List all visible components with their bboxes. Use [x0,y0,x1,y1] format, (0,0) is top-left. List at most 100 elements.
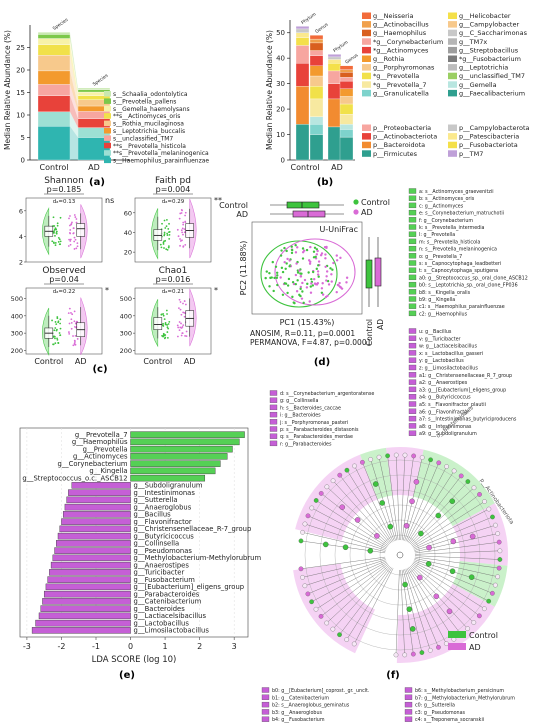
tick-label-c-y: 500 [120,295,132,303]
data-point-c [57,241,60,243]
data-point-d-control [275,271,279,275]
data-point-d-ad [317,260,321,263]
legend-d-ad-swatch [408,423,417,429]
data-point-c [56,316,59,318]
branch-f [339,475,392,544]
bar-e [130,431,245,438]
axis-label-a-y: Median Relative Abundance (%) [3,30,12,150]
data-point-c [163,234,166,237]
branch-f [302,558,386,578]
node-f [436,460,442,466]
legend-d-mid-swatch [269,433,278,439]
data-point-c [68,238,71,241]
data-point-c [51,319,53,322]
legend-d-ad-item: y: g__Lactobacillus [419,358,464,364]
branch-f [320,564,389,617]
clade-sector-f [437,470,495,527]
data-point-d-control [312,250,316,253]
data-point-c [59,243,62,246]
data-point-d-ad [313,282,317,285]
data-point-c [178,329,181,332]
legend-d-ad-swatch [408,394,417,400]
plot-frame-c [134,287,212,355]
data-point-c [54,337,56,340]
data-point-c [181,326,184,328]
data-point-c [67,312,70,315]
legend-d-mid-swatch [269,411,278,418]
legend-d-ad-item: a6: g__Flavonifractor [419,409,469,415]
data-point-c [74,325,76,328]
node-f [313,606,319,612]
data-point-c [56,317,59,320]
inner-node-f [387,523,394,530]
data-point-c [177,326,180,329]
data-point-c [55,228,58,231]
data-point-d-control [288,265,291,268]
tick-label-e-x: 0 [128,642,133,651]
data-point-c [160,246,163,249]
data-point-d-control [285,249,288,253]
data-point-d-control [290,251,294,255]
data-point-d-control [274,265,278,269]
data-point-c [55,329,58,332]
data-point-d-ad [283,261,286,264]
branch-f [414,555,500,560]
legend-f-bottom-left-item: b3: g__Anaeroglobus [272,710,322,716]
branch-f [404,459,431,541]
ellipse-ad [274,238,356,306]
legend-b-phylum-label: p__Actinobacteriota [373,133,437,141]
bar-b-phylum-segment [327,54,342,58]
tick-label-a-x: AD [88,163,100,172]
data-point-c [165,225,168,228]
branch-f [387,455,399,541]
legend-d-ad-item: a1: g__Christensenellaceae_R_7_group [419,373,512,379]
node-f [305,513,311,519]
data-point-c [185,335,188,337]
legend-b-phylum-label: p__Bacteroidota [373,141,425,149]
branch-f [414,550,500,555]
data-point-c [72,344,75,347]
node-f [360,459,365,465]
data-point-d-ad [325,275,328,278]
tick-label-c-x: Control [34,357,63,366]
data-point-d-control [329,267,332,270]
data-point-c [183,231,186,234]
legend-b-phylum-swatch [362,141,371,149]
node-f [493,582,498,588]
data-point-c [73,339,76,342]
data-point-d-control [307,271,310,274]
node-f [318,491,324,496]
legend-d-ad-swatch [408,379,417,385]
data-point-c [57,237,60,239]
tick-label-a-y: 15 [16,89,25,97]
data-point-d-control [309,285,312,288]
data-point-d-ad [301,251,305,254]
legend-d-control-item: m: s__Prevotella_histicola [419,239,480,245]
data-point-c [163,334,166,337]
node-f [477,492,482,497]
data-point-c [53,335,56,338]
plot-frame-c [25,287,103,355]
data-point-d-ad [345,276,349,279]
branch-f [311,507,387,549]
box-c [153,317,163,330]
label-d-ad-top: AD [236,210,248,219]
tick-label-b-y: 10 [276,131,285,139]
legend-d-control-swatch [408,253,417,259]
bar-label-b-genus: Genus [344,52,360,65]
subplot-title-c: Faith pd [155,176,191,186]
data-point-c [54,244,57,247]
inner-node-f [373,481,379,487]
legend-b-phylum-swatch [448,141,457,149]
bar-e [64,503,131,511]
data-point-c [72,227,75,230]
tick-label-c-x: AD [184,357,196,366]
data-point-c [74,343,77,346]
legend-d-mid-swatch [269,440,278,447]
node-f [351,641,357,647]
bar-label-b-phylum: Phylum [332,39,349,54]
tick-label-b-y: 50 [276,29,285,37]
data-point-d-ad [292,282,296,286]
node-f [393,452,399,458]
data-point-c [183,300,186,302]
